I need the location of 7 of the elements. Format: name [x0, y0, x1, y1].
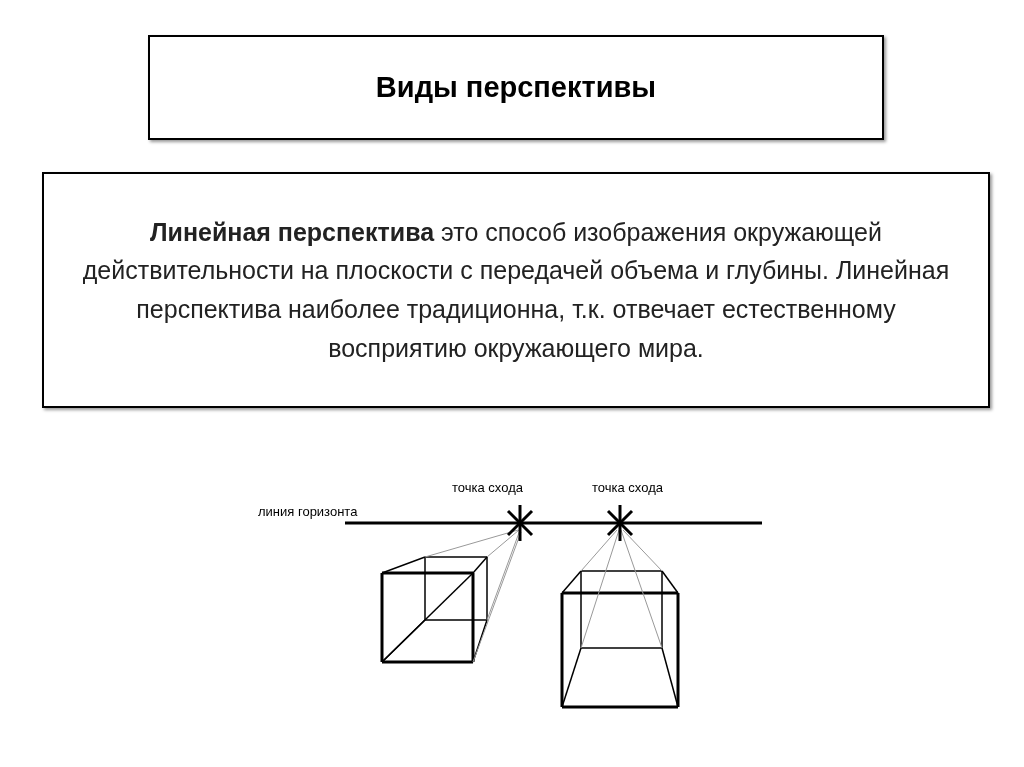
- horizon-line-label: линия горизонта: [258, 504, 358, 519]
- definition-text: Линейная перспектива это способ изображения окружающей действительности на плоскости с передачей объема и глубины. Линейная перспектива наиболее традиционна, т.к. отвечает естественному восприятию окружающего мира.: [81, 216, 951, 364]
- definition-box: [42, 172, 990, 408]
- heading: Виды перспективы: [375, 71, 657, 104]
- vanishing-point-label: точка схода: [592, 480, 663, 495]
- title-box: [148, 35, 884, 140]
- vanishing-point-label: точка схода: [452, 480, 523, 495]
